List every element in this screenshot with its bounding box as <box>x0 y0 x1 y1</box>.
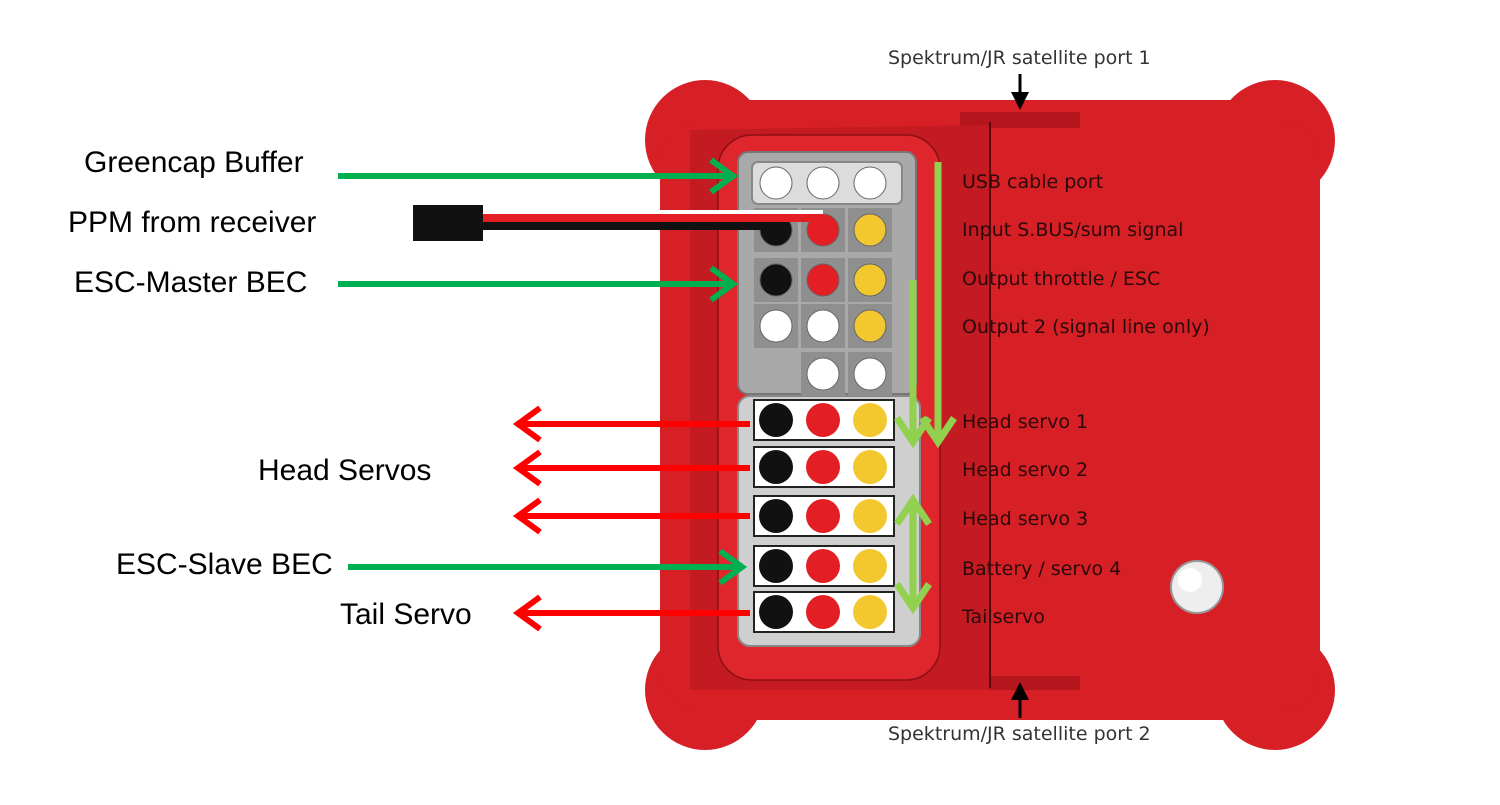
power-flow-arrow-esc-down <box>894 280 932 449</box>
label-esc-master-bec: ESC-Master BEC <box>74 266 308 299</box>
header-pin <box>806 166 840 200</box>
header-pin <box>853 549 887 583</box>
header-pin <box>853 213 887 247</box>
header-pin <box>759 263 793 297</box>
header-pin <box>759 499 793 533</box>
device-port-label: Output 2 (signal line only) <box>962 316 1210 338</box>
device-port-label: Head servo 1 <box>962 411 1088 433</box>
label-ppm-from-receiver: PPM from receiver <box>68 206 317 239</box>
header-pin <box>759 403 793 437</box>
label-tail-servo: Tail Servo <box>340 598 472 631</box>
arrow-head-servo-3-icon <box>512 497 750 535</box>
header-pin <box>806 357 840 391</box>
header-pin <box>806 309 840 343</box>
header-pin <box>759 166 793 200</box>
device-port-label: Tailservo <box>961 606 1045 628</box>
header-pin <box>759 549 793 583</box>
ppm-plug <box>413 205 483 241</box>
header-pins <box>753 166 895 633</box>
header-pin <box>853 499 887 533</box>
arrow-greencap-buffer-icon <box>338 157 739 195</box>
device-port-label: Battery / servo 4 <box>962 558 1121 580</box>
arrow-head-servo-2-icon <box>512 449 750 487</box>
satellite-port-2-label: Spektrum/JR satellite port 2 <box>888 723 1151 745</box>
header-pin <box>806 549 840 583</box>
header-pin <box>853 357 887 391</box>
header-pin <box>853 450 887 484</box>
ppm-cable <box>413 205 823 241</box>
arrow-tail-servo-icon <box>512 594 750 632</box>
power-flow-arrow-slave-bidirectional <box>894 493 932 615</box>
header-pin <box>806 595 840 629</box>
header-pin <box>759 450 793 484</box>
satellite-port-2-arrow-icon <box>1011 682 1029 718</box>
arrow-esc-slave-bec-icon <box>348 548 748 586</box>
header-pin <box>806 403 840 437</box>
device-port-label: Head servo 3 <box>962 508 1088 530</box>
label-head-servos: Head Servos <box>258 454 432 487</box>
satellite-port-1-arrow-icon <box>1011 74 1029 110</box>
power-flow-arrows <box>894 162 957 615</box>
satellite-port-1-label: Spektrum/JR satellite port 1 <box>888 47 1151 69</box>
header-pin <box>806 263 840 297</box>
device-port-label: Output throttle / ESC <box>962 268 1160 290</box>
label-greencap-buffer: Greencap Buffer <box>84 146 304 179</box>
header-pin <box>806 499 840 533</box>
header-pin <box>806 450 840 484</box>
header-pin <box>759 309 793 343</box>
header-pin <box>853 403 887 437</box>
header-pin <box>853 263 887 297</box>
device-port-label: Head servo 2 <box>962 459 1088 481</box>
label-esc-slave-bec: ESC-Slave BEC <box>116 548 333 581</box>
header-pin <box>853 595 887 629</box>
header-pin <box>853 166 887 200</box>
header-pin <box>759 595 793 629</box>
device-port-label: USB cable port <box>962 171 1103 193</box>
arrow-head-servo-1-icon <box>512 405 750 443</box>
header-pin <box>853 309 887 343</box>
arrow-esc-master-bec-icon <box>338 265 739 303</box>
device-port-label: Input S.BUS/sum signal <box>962 219 1183 241</box>
